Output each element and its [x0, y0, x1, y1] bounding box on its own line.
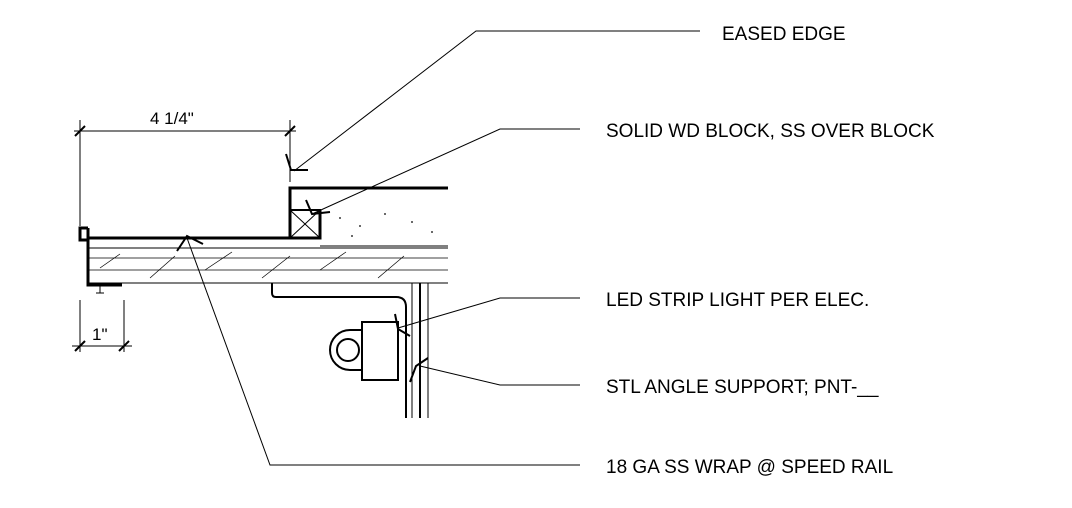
- edge-return-dimension-text: 1": [92, 325, 108, 344]
- steel-angle-support: [271, 283, 429, 418]
- led-strip-light: [329, 321, 399, 381]
- overhang-dimension: 4 1/4": [74, 109, 296, 226]
- label-eased-edge: EASED EDGE: [722, 24, 846, 45]
- leader-eased-edge: [285, 30, 700, 172]
- leader-led-strip: [394, 297, 580, 337]
- stipple: [339, 213, 433, 237]
- leader-angle-support: [409, 357, 580, 386]
- leader-ss-wrap: [176, 234, 580, 466]
- slab-hatch: [88, 251, 448, 279]
- leader-solid-block: [305, 128, 580, 216]
- label-ss-wrap: 18 GA SS WRAP @ SPEED RAIL: [606, 457, 893, 478]
- solid-wood-block: [288, 186, 448, 247]
- countertop-slab: [78, 226, 448, 294]
- overhang-dimension-text: 4 1/4": [150, 109, 194, 128]
- label-led-strip: LED STRIP LIGHT PER ELEC.: [606, 290, 869, 311]
- label-solid-block: SOLID WD BLOCK, SS OVER BLOCK: [606, 121, 935, 142]
- label-angle-support: STL ANGLE SUPPORT; PNT-__: [606, 377, 879, 398]
- edge-return-dimension: 1": [72, 300, 132, 352]
